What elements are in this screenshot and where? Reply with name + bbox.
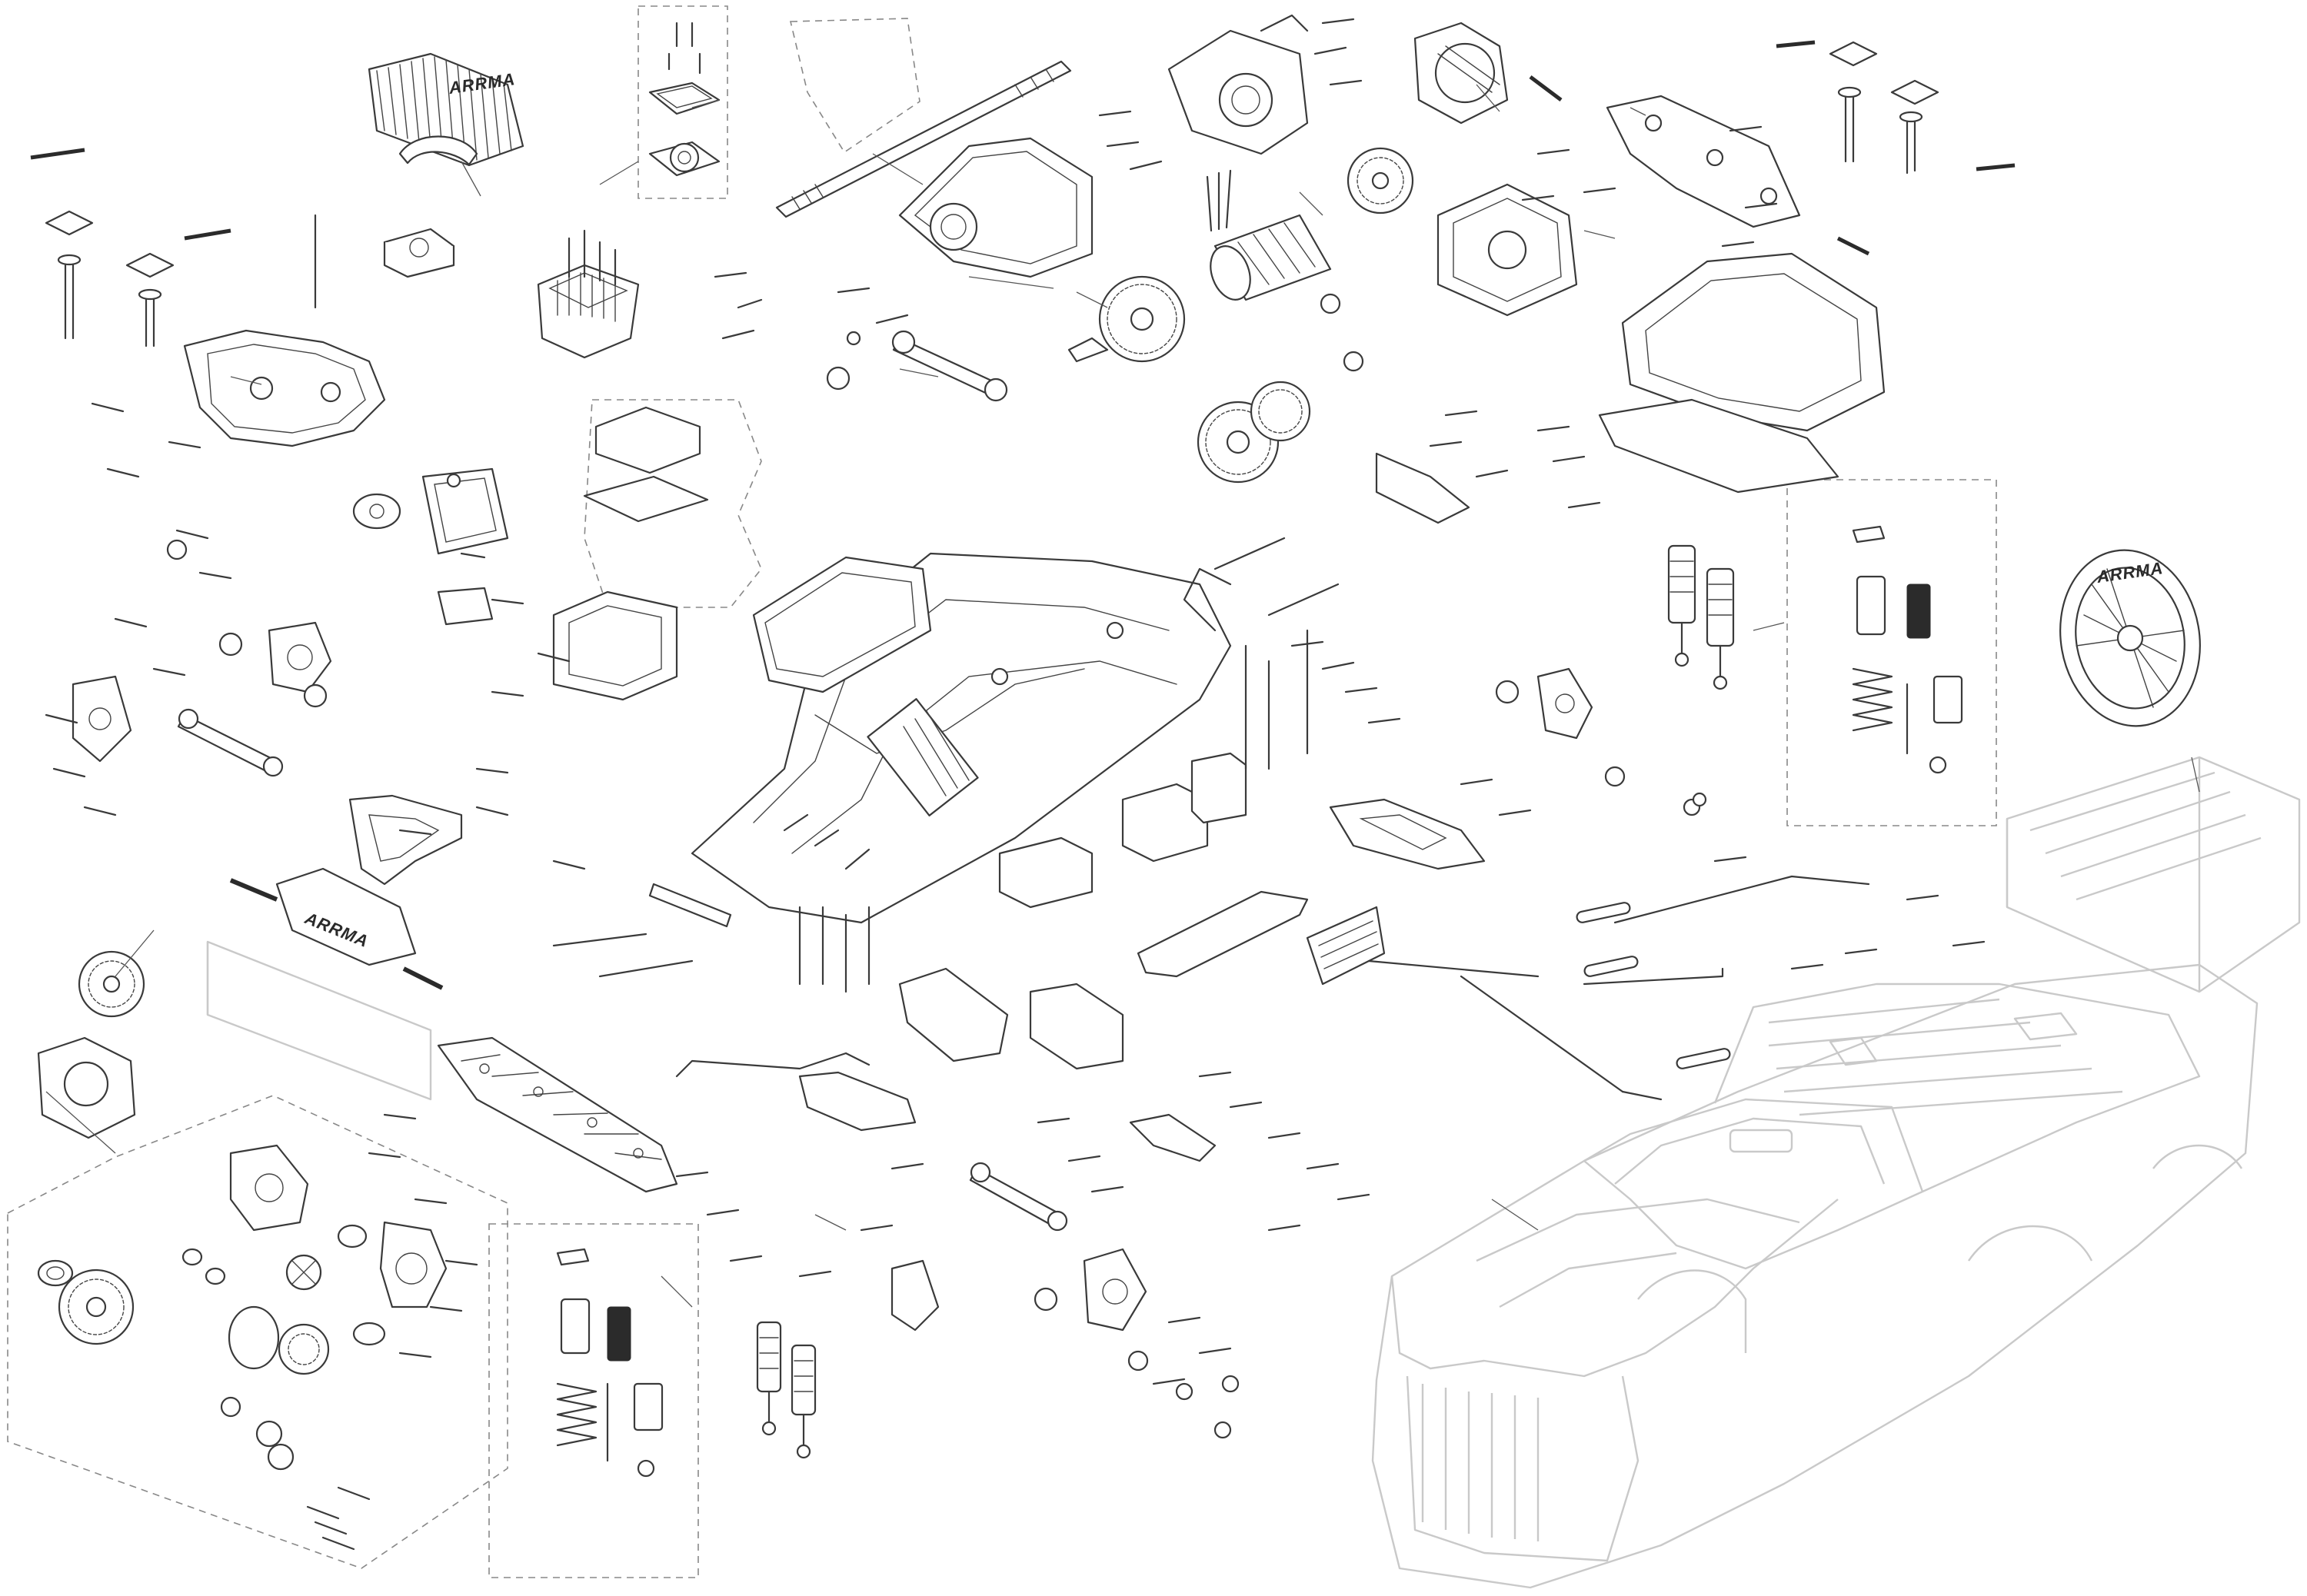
ball-studs (30, 40, 2016, 256)
spur-gear-lower (1197, 381, 1311, 484)
fan-callout-box (638, 5, 728, 199)
esc-unit (537, 229, 640, 359)
diff-pins (306, 1486, 371, 1551)
diff-gear-set (278, 1323, 330, 1375)
battery-straps (1137, 890, 1386, 986)
truck-bed-tray (2006, 756, 2301, 993)
front-skid-plate (437, 1036, 678, 1193)
receiver-box (552, 406, 709, 701)
mount-callout-box (789, 18, 920, 154)
diff-gasket (228, 1305, 280, 1370)
front-cvd-driveshaft (177, 708, 284, 777)
rear-shocks (1667, 544, 1735, 690)
rear-bulkhead (1598, 252, 1886, 494)
front-lower-arm-right (798, 1071, 917, 1132)
body-posts-right (1829, 41, 1939, 175)
front-bulkhead (183, 329, 386, 447)
differential-callout-box (7, 1095, 508, 1569)
front-caster-block (891, 1259, 940, 1332)
diff-housing (229, 1144, 309, 1232)
rear-hub-carrier (1536, 667, 1593, 740)
rear-diff-gear (1413, 22, 1509, 125)
bearings-and-bushings (166, 293, 1707, 1439)
rear-wing-mount (898, 967, 1124, 1070)
front-hub-carrier (72, 675, 132, 763)
steering-bellcrank (1129, 1113, 1217, 1162)
brushless-motor (1206, 169, 1332, 301)
truck-body-shell (1371, 963, 2259, 1589)
diff-pinions (220, 1396, 295, 1471)
diff-bearings (37, 1224, 386, 1346)
front-diff-case-upper (78, 950, 145, 1018)
servo-saver (352, 493, 401, 530)
cooling-fan-assembly (648, 22, 721, 177)
front-shock-callout-box (488, 1223, 699, 1578)
rear-shock-callout-box (1786, 479, 1997, 826)
rear-gearbox (1436, 183, 1578, 317)
rear-cvd-driveshaft (891, 330, 1008, 402)
rear-shock-tower (1606, 95, 1801, 228)
steering-servo (421, 467, 509, 555)
dashed-callout-boxes (7, 5, 1997, 1578)
hardware-screws (45, 18, 1986, 1385)
main-chassis (691, 552, 1232, 924)
center-driveshaft (775, 60, 1072, 218)
front-diff-case-lower (37, 1036, 136, 1139)
hinge-pins (314, 214, 1624, 1093)
front-bumper-foam (206, 940, 432, 1101)
front-tire: ARRMA (2059, 549, 2201, 727)
front-shocks (756, 1321, 817, 1459)
front-sway-bar (675, 1052, 871, 1078)
rear-sway-bar (1576, 875, 1870, 1069)
small-fan (383, 228, 455, 278)
front-center-cvd (969, 1162, 1068, 1232)
motor-plate (1167, 14, 1309, 155)
battery-boxes (998, 752, 1247, 909)
rear-lower-arm (1329, 798, 1486, 870)
front-lower-arm (348, 794, 463, 886)
spur-gear-upper (1067, 275, 1186, 363)
diff-ring-gear (58, 1268, 135, 1345)
rear-axle-carrier (1083, 1248, 1147, 1332)
shock-rebuild-parts-rear (1852, 525, 1963, 774)
front-steering-knuckle (268, 621, 332, 693)
rear-diff-ring (1347, 147, 1414, 214)
shock-rebuild-parts-front (556, 1248, 664, 1478)
leader-lines (45, 84, 1785, 1308)
gear-cover (898, 137, 1094, 278)
front-bumper-mount: ARRMA (229, 867, 444, 990)
diff-spider-gear (285, 1254, 322, 1291)
rear-upper-arm (1375, 452, 1470, 524)
motor-heatsink: ARRMA (368, 52, 524, 197)
receiver (437, 587, 494, 626)
chassis-brace (648, 883, 1540, 978)
diff-cup (379, 1221, 448, 1308)
body-posts-left (45, 210, 175, 347)
